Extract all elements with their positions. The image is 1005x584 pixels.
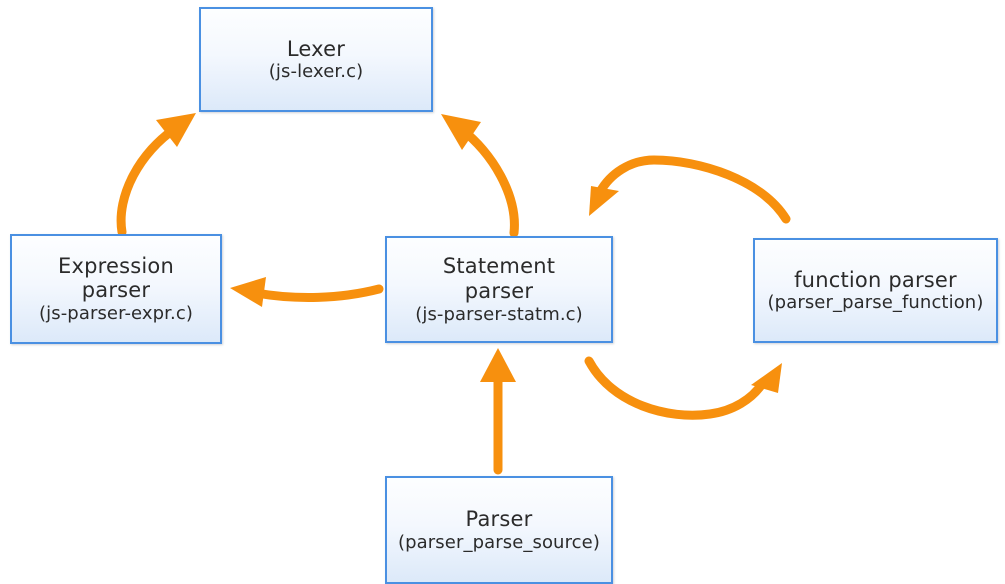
- node-statement-parser[interactable]: Statement parser (js-parser-statm.c): [385, 236, 613, 343]
- node-parser[interactable]: Parser (parser_parse_source): [385, 476, 613, 584]
- node-function-parser[interactable]: function parser (parser_parse_function): [753, 238, 998, 343]
- node-parser-title: Parser: [465, 507, 533, 531]
- edge-function-parser-to-statement-parser: [589, 155, 791, 224]
- edge-statement-parser-to-function-parser: [584, 356, 782, 420]
- node-lexer[interactable]: Lexer (js-lexer.c): [199, 7, 433, 112]
- node-function-parser-title: function parser: [794, 267, 957, 292]
- node-lexer-title: Lexer: [286, 36, 346, 61]
- node-expression-parser-subtitle: (js-parser-expr.c): [39, 303, 193, 325]
- edge-expression-parser-to-lexer: [116, 113, 196, 237]
- node-lexer-subtitle: (js-lexer.c): [268, 61, 364, 83]
- node-function-parser-subtitle: (parser_parse_function): [767, 292, 984, 314]
- node-expression-parser-title: Expression parser: [58, 253, 174, 303]
- node-parser-subtitle: (parser_parse_source): [398, 531, 600, 553]
- node-statement-parser-title: Statement parser: [442, 254, 556, 303]
- node-statement-parser-subtitle: (js-parser-statm.c): [415, 303, 583, 325]
- node-expression-parser[interactable]: Expression parser (js-parser-expr.c): [10, 234, 222, 344]
- edge-parser-to-statement-parser: [480, 348, 516, 475]
- edge-statement-parser-to-lexer: [441, 114, 519, 238]
- edge-statement-parser-to-expression-parser: [230, 277, 384, 307]
